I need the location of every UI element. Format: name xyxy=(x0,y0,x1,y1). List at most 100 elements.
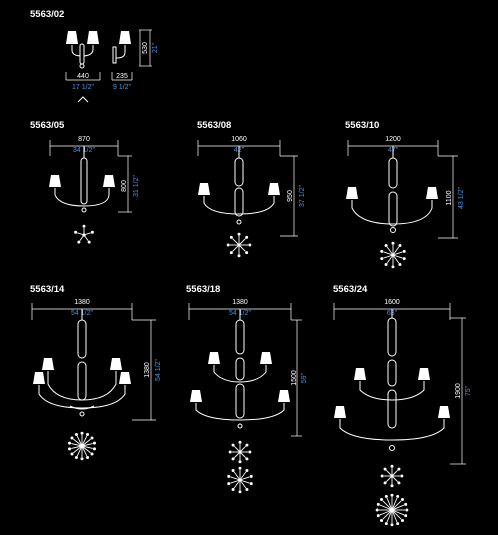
depth-in: 9 1/2" xyxy=(113,84,132,91)
plan-view-upper-tier xyxy=(228,440,252,464)
height-in: 37 1/2" xyxy=(299,185,306,207)
plan-arm-shade xyxy=(245,251,249,255)
plan-hub xyxy=(238,450,242,454)
model-5563-08: 5563/08 1060 42" 950 37 1/2" xyxy=(197,120,306,258)
plan-arm-shade xyxy=(87,240,91,244)
plan-arm-shade xyxy=(400,474,404,478)
plan-arm-shade xyxy=(402,257,406,261)
height-dimension: 1900 75" xyxy=(450,317,472,465)
plan-arm-shade xyxy=(68,441,72,445)
plan-arm xyxy=(383,254,394,259)
depth-dimension: 235 9 1/2" xyxy=(111,72,133,91)
height-in: 59" xyxy=(301,372,308,383)
plan-arm xyxy=(76,445,83,457)
height-dimension: 800 31 1/2" xyxy=(118,155,140,213)
plan-arm-shade xyxy=(390,523,394,527)
width-mm: 1380 xyxy=(74,299,90,306)
plan-arm-shade xyxy=(70,436,74,440)
plan-arm xyxy=(81,445,93,449)
plan-arm-shade xyxy=(229,251,233,255)
plan-arm xyxy=(81,445,88,457)
plan-arm-shade xyxy=(245,457,249,461)
chandelier-drawing xyxy=(190,309,290,429)
plan-arm xyxy=(230,479,241,484)
model-code: 5563/08 xyxy=(197,120,231,131)
height-in: 54 1/2" xyxy=(155,359,162,381)
plan-arm-shade xyxy=(228,450,232,454)
plan-arm-shade xyxy=(92,441,96,445)
plan-hub xyxy=(80,444,84,448)
model-code: 5563/18 xyxy=(186,284,220,295)
width-mm: 1600 xyxy=(384,299,400,306)
model-5563-02: 5563/02 530 21" 440 xyxy=(30,9,159,103)
plan-arm xyxy=(81,435,88,447)
model-5563-10: 5563/10 1200 47" 1100 43 1/2" xyxy=(345,120,465,269)
plan-hub xyxy=(82,233,86,237)
plan-arm-shade xyxy=(400,518,404,522)
plan-arm xyxy=(81,443,93,447)
plan-arm xyxy=(81,445,91,454)
plan-arm-shade xyxy=(400,498,404,502)
model-5563-24: 5563/24 1600 63" 1900 75" xyxy=(333,284,472,527)
plan-arm-shade xyxy=(90,452,94,456)
width-mm: 1060 xyxy=(231,136,247,143)
width-mm: 440 xyxy=(77,73,89,80)
plan-arm xyxy=(391,509,402,520)
height-in: 75" xyxy=(465,385,472,396)
plan-arm-shade xyxy=(383,467,387,471)
plan-arm-shade xyxy=(249,482,253,486)
plan-arm xyxy=(230,476,241,481)
plan-arm-shade xyxy=(398,263,402,267)
plan-arm-shade xyxy=(380,474,384,478)
plan-arm-shade xyxy=(231,443,235,447)
chandelier-drawing xyxy=(334,309,450,451)
plan-arm-shade xyxy=(226,243,230,247)
sconce-plan-icon xyxy=(77,96,89,103)
width-mm: 1380 xyxy=(232,299,248,306)
plan-arm-shade xyxy=(402,249,406,253)
height-mm: 530 xyxy=(142,42,149,54)
plan-arm-shade xyxy=(92,447,96,451)
plan-arm-shade xyxy=(237,254,241,258)
model-code: 5563/05 xyxy=(30,120,65,131)
plan-arm-shade xyxy=(375,508,379,512)
plan-arm xyxy=(239,479,250,484)
plan-view-14-arms xyxy=(68,431,96,461)
plan-arm-shade xyxy=(405,508,409,512)
plan-arm-shade xyxy=(245,235,249,239)
plan-arm-shade xyxy=(376,514,380,518)
plan-arm xyxy=(382,509,393,520)
height-mm: 1500 xyxy=(291,370,298,386)
plan-arm xyxy=(73,445,83,454)
plan-arm xyxy=(81,438,91,447)
height-dimension: 1100 43 1/2" xyxy=(438,155,465,239)
height-in: 43 1/2" xyxy=(458,187,465,209)
height-dimension: 1500 59" xyxy=(291,319,308,437)
plan-arm-shade xyxy=(376,502,380,506)
plan-arm-shade xyxy=(231,488,235,492)
plan-arm xyxy=(391,509,405,516)
plan-arm-shade xyxy=(380,257,384,261)
plan-arm xyxy=(386,254,394,264)
plan-arm-shade xyxy=(90,436,94,440)
plan-arm-shade xyxy=(74,432,78,436)
plan-arm xyxy=(392,246,400,256)
height-in: 31 1/2" xyxy=(133,175,140,197)
plan-arm xyxy=(382,500,393,511)
plan-arm-shade xyxy=(398,243,402,247)
plan-view-lower-tier xyxy=(375,493,409,527)
plan-arm xyxy=(76,435,83,447)
plan-arm-shade xyxy=(404,514,408,518)
plan-arm-shade xyxy=(396,522,400,526)
plan-arm-shade xyxy=(90,230,94,234)
plan-arm-shade xyxy=(229,235,233,239)
plan-arm xyxy=(71,443,83,447)
plan-arm xyxy=(71,445,83,449)
height-in: 21" xyxy=(152,42,159,53)
chandelier-drawing xyxy=(49,146,115,213)
model-5563-18: 5563/18 1380 54 1/2" 1500 59" xyxy=(186,284,308,494)
model-code: 5563/10 xyxy=(345,120,379,131)
plan-arm xyxy=(73,438,83,447)
plan-arm xyxy=(386,246,394,256)
